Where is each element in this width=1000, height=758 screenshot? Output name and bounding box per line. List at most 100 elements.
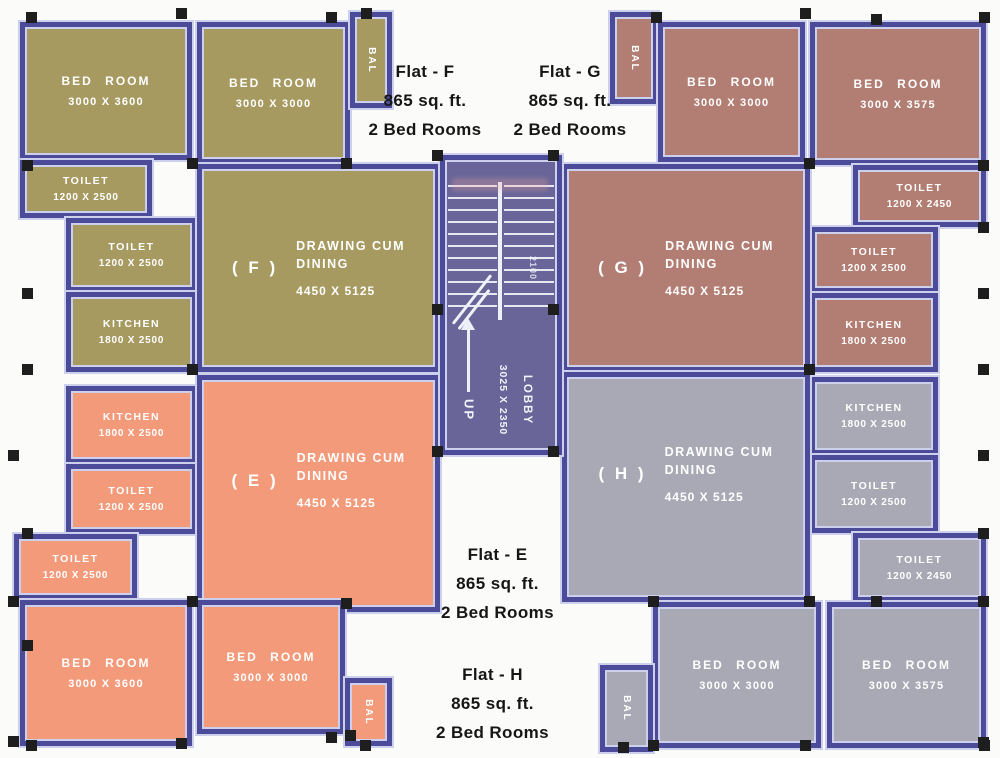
room-dim: 1200 X 2500 <box>53 192 119 203</box>
room-name: BED ROOM <box>226 650 316 664</box>
room-label-group: DRAWING CUM DINING 4450 X 5125 <box>665 445 774 504</box>
room-dim: 3000 X 3000 <box>699 680 775 692</box>
column-marker <box>804 364 815 375</box>
flat-f-annotation: Flat - F 865 sq. ft. 2 Bed Rooms <box>350 62 500 140</box>
flat-h-toilet-1: TOILET 1200 X 2500 <box>810 455 938 533</box>
room-name: BED ROOM <box>61 656 151 670</box>
room-name: TOILET <box>52 553 99 565</box>
flat-area: 865 sq. ft. <box>451 694 534 713</box>
room-name: DRAWING CUM <box>296 451 406 465</box>
column-marker <box>800 740 811 751</box>
room-dim: 1800 X 2500 <box>98 428 165 439</box>
room-label-group: DRAWING CUM DINING 4450 X 5125 <box>297 451 406 510</box>
column-marker <box>648 596 659 607</box>
column-marker <box>871 596 882 607</box>
flat-code: ( H ) <box>598 464 647 483</box>
room-name: DINING <box>296 256 349 271</box>
lobby-dim-label: 3025 X 2350 <box>497 364 509 436</box>
column-marker <box>22 640 33 651</box>
room-name: KITCHEN <box>845 402 903 414</box>
column-marker <box>804 158 815 169</box>
flat-g-annotation: Flat - G 865 sq. ft. 2 Bed Rooms <box>495 62 645 140</box>
flat-e-bedroom-1: BED ROOM 3000 X 3600 <box>20 600 192 746</box>
room-name: BED ROOM <box>229 76 318 90</box>
flat-name: Flat - G <box>539 62 601 81</box>
column-marker <box>871 14 882 25</box>
room-name: KITCHEN <box>102 411 161 423</box>
column-marker <box>187 158 198 169</box>
balcony-label: BAL <box>363 698 374 726</box>
flat-area: 865 sq. ft. <box>528 91 612 110</box>
room-name: DRAWING CUM <box>664 444 774 459</box>
flat-h-bedroom-2: BED ROOM 3000 X 3575 <box>827 602 986 748</box>
column-marker <box>432 304 443 315</box>
room-dim: 1200 X 2500 <box>98 258 165 269</box>
flat-name: Flat - H <box>462 665 523 684</box>
flat-h-annotation: Flat - H 865 sq. ft. 2 Bed Rooms <box>415 665 570 743</box>
flat-area: 865 sq. ft. <box>383 91 467 110</box>
flat-g-balcony: BAL <box>610 12 658 104</box>
room-dim: 4450 X 5125 <box>664 489 744 504</box>
column-marker <box>22 160 33 171</box>
column-marker <box>8 450 19 461</box>
room-label-group: DRAWING CUM DINING 4450 X 5125 <box>296 239 405 298</box>
column-marker <box>978 596 989 607</box>
flat-h-toilet-2: TOILET 1200 X 2450 <box>853 533 986 602</box>
flat-h-kitchen: KITCHEN 1800 X 2500 <box>810 377 938 455</box>
column-marker <box>26 12 37 23</box>
room-name: DRAWING CUM <box>296 238 405 253</box>
room-name: DRAWING CUM <box>665 238 774 253</box>
flat-f-bedroom-1: BED ROOM 3000 X 3600 <box>20 22 192 160</box>
column-marker <box>341 598 352 609</box>
column-marker <box>361 8 372 19</box>
room-dim: 1800 X 2500 <box>841 419 907 430</box>
up-label: UP <box>461 398 477 422</box>
flat-name: Flat - E <box>467 545 528 564</box>
column-marker <box>978 288 989 299</box>
room-dim: 4450 X 5125 <box>665 283 745 298</box>
column-marker <box>978 364 989 375</box>
room-dim: 4450 X 5125 <box>296 496 376 510</box>
flat-e-annotation: Flat - E 865 sq. ft. 2 Bed Rooms <box>420 545 575 623</box>
watermark <box>452 178 548 191</box>
column-marker <box>326 732 337 743</box>
flat-bedrooms: 2 Bed Rooms <box>513 120 627 139</box>
stair-center-wall <box>498 182 502 320</box>
flat-f-drawing-dining: ( F ) DRAWING CUM DINING 4450 X 5125 <box>197 164 440 372</box>
column-marker <box>187 596 198 607</box>
flat-f-bedroom-2: BED ROOM 3000 X 3000 <box>197 22 350 164</box>
lobby-staircase: UP 2100 3025 X 2350 LOBBY <box>440 155 562 455</box>
column-marker <box>978 528 989 539</box>
column-marker <box>548 150 559 161</box>
flat-g-drawing-dining: ( G ) DRAWING CUM DINING 4450 X 5125 <box>562 164 810 372</box>
room-name: KITCHEN <box>845 318 903 331</box>
room-name: TOILET <box>896 553 943 566</box>
flat-name: Flat - F <box>395 62 455 81</box>
column-marker <box>648 740 659 751</box>
column-marker <box>22 528 33 539</box>
flat-code: ( E ) <box>231 470 279 490</box>
flat-e-toilet-1: TOILET 1200 X 2500 <box>66 464 197 534</box>
room-dim: 1200 X 2500 <box>841 263 907 274</box>
room-name: TOILET <box>850 480 898 492</box>
flat-g-toilet-1: TOILET 1200 X 2450 <box>853 165 986 227</box>
column-marker <box>8 596 19 607</box>
room-dim: 3000 X 3000 <box>235 98 312 110</box>
column-marker <box>176 8 187 19</box>
room-dim: 1200 X 2450 <box>886 570 953 582</box>
flat-bedrooms: 2 Bed Rooms <box>368 120 482 139</box>
column-marker <box>548 446 559 457</box>
flat-f-toilet-1: TOILET 1200 X 2500 <box>20 160 152 218</box>
room-dim: 1200 X 2450 <box>886 199 953 210</box>
column-marker <box>341 158 352 169</box>
room-name: TOILET <box>896 182 943 194</box>
room-dim: 3000 X 3600 <box>68 96 144 108</box>
room-name: TOILET <box>850 246 898 258</box>
column-marker <box>979 12 990 23</box>
flat-area: 865 sq. ft. <box>456 574 539 593</box>
flat-g-kitchen: KITCHEN 1800 X 2500 <box>810 293 938 372</box>
room-dim: 1200 X 2500 <box>42 570 109 581</box>
room-dim: 4450 X 5125 <box>296 283 376 298</box>
flat-bedrooms: 2 Bed Rooms <box>435 723 550 742</box>
flat-e-kitchen: KITCHEN 1800 X 2500 <box>66 386 197 464</box>
